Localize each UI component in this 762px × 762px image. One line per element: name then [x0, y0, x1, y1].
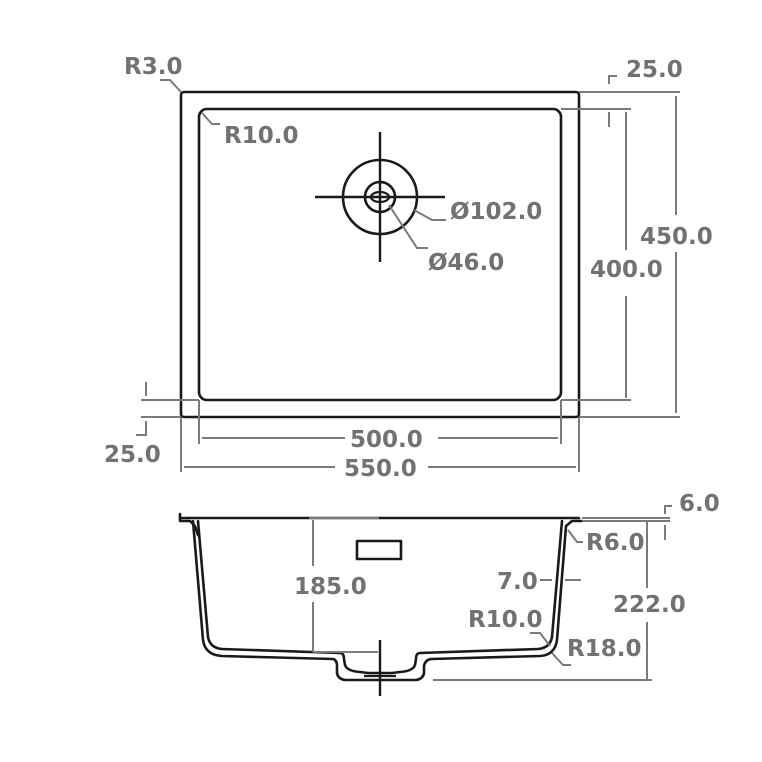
drain-icon	[315, 132, 445, 262]
label-depth: 185.0	[294, 574, 367, 600]
label-rim-side: 25.0	[104, 442, 161, 468]
section-view	[178, 505, 672, 696]
label-r3: R3.0	[124, 54, 182, 80]
label-outer-width: 550.0	[344, 456, 417, 482]
d102-leader	[413, 209, 446, 221]
label-r10-top: R10.0	[224, 123, 298, 149]
label-total-height: 222.0	[613, 592, 686, 618]
label-d102: Ø102.0	[450, 199, 542, 225]
sink-outer-profile	[191, 519, 584, 682]
r10-leader	[201, 112, 220, 125]
label-r18: R18.0	[567, 636, 641, 662]
label-flange-thickness: 6.0	[679, 491, 720, 517]
label-outer-height: 450.0	[640, 224, 713, 250]
d46-leader	[388, 204, 428, 249]
label-r10-section: R10.0	[468, 607, 542, 633]
top-view	[136, 75, 680, 472]
dimension-labels: R3.0 R10.0 Ø102.0 Ø46.0 25.0 450.0 400.0…	[104, 54, 720, 662]
outer-rim-outline	[179, 90, 581, 419]
label-d46: Ø46.0	[428, 250, 504, 276]
overflow-slot-icon	[355, 539, 403, 561]
label-wall-thickness: 7.0	[497, 569, 538, 595]
label-inner-height: 400.0	[590, 257, 663, 283]
label-inner-width: 500.0	[350, 427, 423, 453]
label-r6: R6.0	[586, 530, 644, 556]
r3-leader	[160, 79, 182, 93]
inner-bowl-outline	[197, 107, 563, 402]
label-rim-top: 25.0	[626, 57, 683, 83]
